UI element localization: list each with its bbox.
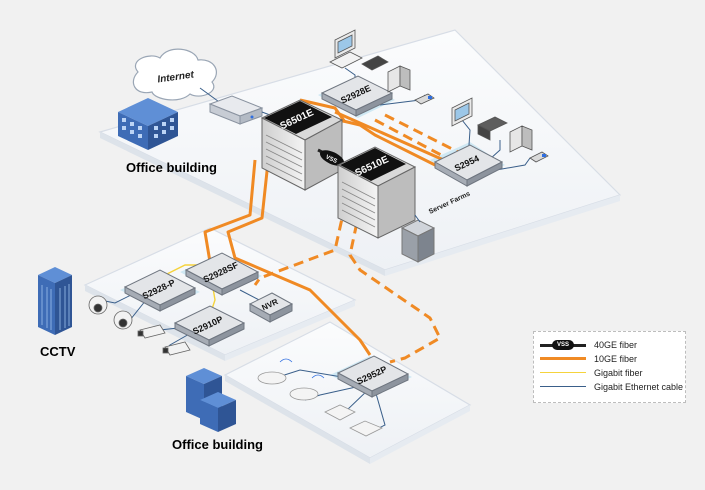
access-switch-right: S2954	[433, 144, 504, 187]
legend-vss-badge: VSS	[552, 340, 574, 350]
nvr-device: NVR	[248, 292, 294, 323]
office-building-top-label: Office building	[126, 160, 217, 175]
office-building-bottom-label: Office building	[172, 437, 263, 452]
legend-item-gigabit-fiber: Gigabit fiber	[540, 366, 643, 380]
cctv-building-icon	[38, 267, 72, 335]
legend-item-10ge-fiber: 10GE fiber	[540, 352, 637, 366]
cctv-switch-b: S2928SF	[184, 252, 260, 296]
legend-label-40ge: 40GE fiber	[594, 340, 638, 350]
server-link	[414, 214, 421, 223]
legend-10ge-swatch	[540, 352, 586, 366]
access-switch-top: S2928E	[320, 75, 394, 117]
legend-label-ethernet: Gigabit Ethernet cable	[594, 382, 684, 392]
legend-label-gigabit-fiber: Gigabit fiber	[594, 368, 643, 378]
office-building-top-icon	[118, 98, 178, 150]
workstation-group-right	[451, 97, 549, 163]
wireless-access-points	[257, 358, 383, 437]
cctv-label: CCTV	[40, 344, 76, 359]
legend-item-ethernet: Gigabit Ethernet cable	[540, 380, 683, 394]
legend: VSS 40GE fiber 10GE fiber Gigabit fiber …	[533, 331, 686, 403]
workstation-group-top	[329, 29, 435, 105]
cctv-switch-c: S2910P	[173, 305, 246, 347]
legend-gigabit-swatch	[540, 366, 586, 380]
cctv-switch-a: S2928-P	[123, 269, 197, 312]
legend-label-10ge: 10GE fiber	[594, 354, 638, 364]
internet-label: Internet	[157, 69, 196, 85]
internet-cloud: Internet	[132, 48, 217, 101]
router	[208, 95, 264, 125]
platform-office-bottom	[223, 321, 472, 464]
legend-item-40ge-fiber: VSS 40GE fiber	[540, 338, 637, 352]
legend-ethernet-swatch	[540, 380, 586, 394]
core-switch-2: S6510E	[336, 146, 417, 239]
cctv-cameras	[88, 295, 191, 356]
office-access-switch: S2952P	[336, 355, 410, 398]
office-building-bottom-icon	[186, 368, 236, 432]
server-farm	[400, 219, 436, 263]
vss-badge-label: VSS	[324, 155, 337, 166]
platform-top	[98, 29, 622, 276]
legend-40ge-swatch: VSS	[540, 338, 586, 352]
